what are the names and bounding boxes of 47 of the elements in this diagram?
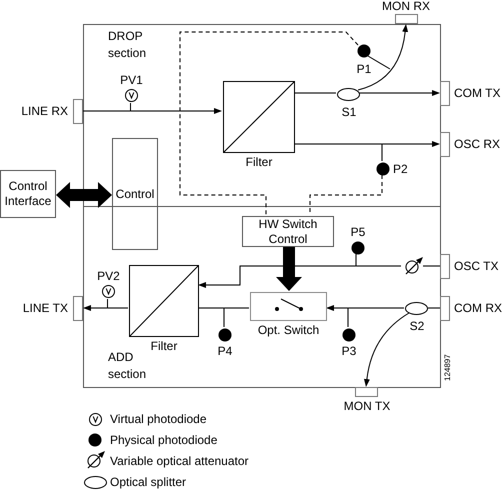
component-label: S2 <box>408 319 426 333</box>
legend-label: Variable optical attenuator <box>110 454 249 468</box>
component-label: P2 <box>393 162 408 176</box>
port-label: OSC TX <box>454 259 500 273</box>
arrow <box>198 266 402 288</box>
tap-line <box>107 298 108 308</box>
block-arrow <box>56 182 112 208</box>
component-label: P5 <box>350 225 366 239</box>
section-panel <box>83 206 441 388</box>
port-label: COM RX <box>454 301 502 315</box>
section-label: ADD section <box>108 349 148 383</box>
component-label: P3 <box>340 344 358 358</box>
tap-line <box>368 56 390 70</box>
arrow <box>326 305 404 311</box>
port-label: MON TX <box>342 399 392 413</box>
switch-label: Opt. Switch <box>256 323 320 337</box>
arrow <box>358 90 440 96</box>
port-label: COM TX <box>454 86 502 100</box>
arrow <box>364 312 410 387</box>
port-label: LINE TX <box>22 301 68 315</box>
arrow <box>83 305 128 311</box>
component-label: P1 <box>356 62 372 76</box>
arrow <box>358 24 408 90</box>
arrow <box>294 141 440 147</box>
legend-label: Virtual photodiode <box>110 412 207 426</box>
component-label: PV1 <box>119 73 144 87</box>
component-label: S1 <box>340 105 358 119</box>
section-panel <box>83 24 441 207</box>
port-label: MON RX <box>381 0 431 13</box>
figure-number: 124897 <box>443 354 452 381</box>
filter-label: Filter <box>150 339 178 353</box>
filter-label: Filter <box>244 155 274 169</box>
tap-line <box>130 102 131 112</box>
legend-label: Optical splitter <box>110 475 186 489</box>
control-box: HW Switch Control <box>242 216 334 247</box>
control-box: Control <box>112 138 158 250</box>
arrow <box>82 108 222 114</box>
port-label: LINE RX <box>20 104 68 118</box>
section-label: DROP section <box>108 28 148 62</box>
block-arrow <box>276 246 302 291</box>
connector-line <box>294 92 336 94</box>
legend-label: Physical photodiode <box>110 433 218 447</box>
dashed-line <box>180 32 358 216</box>
component-label: PV2 <box>96 269 121 283</box>
port-label: OSC RX <box>454 137 502 151</box>
component-label: P4 <box>216 344 234 358</box>
control-box: Control Interface <box>0 170 56 218</box>
